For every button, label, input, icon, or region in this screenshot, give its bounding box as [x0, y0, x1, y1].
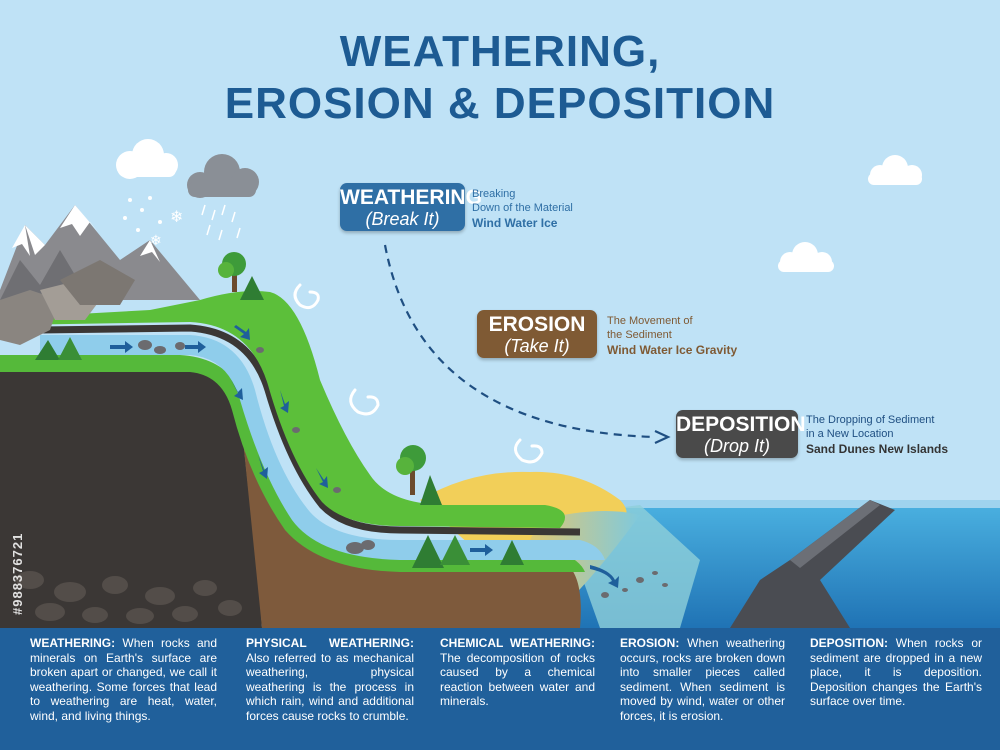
weathering-badge-title: WEATHERING: [340, 186, 482, 209]
deposition-agents: Sand Dunes New Islands: [806, 442, 949, 456]
erosion-description: The Movement of the Sediment Wind Water …: [607, 314, 737, 358]
erosion-agents: Wind Water Ice Gravity: [607, 343, 738, 357]
weathering-agents: Wind Water Ice: [472, 216, 558, 230]
erosion-desc-line-1: The Movement of: [607, 315, 693, 327]
definition-erosion-text: When weathering occurs, rocks are broken…: [620, 636, 785, 723]
weathering-badge-sub: (Break It): [365, 209, 440, 229]
definition-chemical-head: CHEMICAL WEATHERING:: [440, 636, 595, 650]
definition-erosion-head: EROSION:: [620, 636, 680, 650]
deposition-desc-line-2: in a New Location: [806, 428, 894, 440]
definition-physical-weathering: PHYSICAL WEATHERING: Also referred to as…: [246, 636, 414, 724]
definition-physical-head: PHYSICAL WEATHERING:: [246, 636, 414, 650]
deposition-description: The Dropping of Sediment in a New Locati…: [806, 413, 948, 457]
definition-physical-text: Also referred to as mechanical weatherin…: [246, 650, 414, 723]
wind-swirls: [293, 283, 544, 464]
rock-pier: [730, 500, 895, 628]
definition-chemical-weathering: CHEMICAL WEATHERING: The decomposition o…: [440, 636, 595, 709]
deposition-badge-title: DEPOSITION: [676, 413, 806, 436]
definition-weathering-head: WEATHERING:: [30, 636, 116, 650]
lower-grass-band: [0, 355, 585, 572]
definition-deposition-text: When rocks or sediment are dropped in a …: [810, 636, 982, 709]
definitions-panel: [0, 628, 1000, 750]
weathering-desc-line-2: Down of the Material: [472, 202, 573, 214]
definition-deposition: DEPOSITION: When rocks or sediment are d…: [810, 636, 982, 709]
clouds: [116, 139, 922, 272]
rain: [201, 204, 241, 241]
rock-pier-shade: [790, 500, 880, 568]
weathering-desc-line-1: Breaking: [472, 188, 516, 200]
erosion-desc-line-2: the Sediment: [607, 329, 672, 341]
process-arrowhead: [654, 430, 671, 444]
stock-id-label: #988376721: [10, 532, 25, 615]
snowflakes: ❄ ❄: [123, 196, 183, 249]
definition-weathering: WEATHERING: When rocks and minerals on E…: [30, 636, 217, 724]
rock-cliff: [0, 260, 135, 345]
definition-erosion: EROSION: When weathering occurs, rocks a…: [620, 636, 785, 724]
erosion-badge: EROSION (Take It): [477, 310, 597, 358]
process-arrow: [383, 244, 656, 439]
weathering-badge: WEATHERING (Break It): [340, 183, 482, 231]
dark-soil: [0, 370, 262, 628]
svg-text:❄: ❄: [170, 207, 183, 226]
definition-chemical-text: The decomposition of rocks caused by a c…: [440, 650, 595, 709]
page-title-line-1: WEATHERING,: [339, 27, 661, 76]
svg-text:❄: ❄: [150, 233, 162, 249]
deposition-badge-sub: (Drop It): [703, 436, 770, 456]
sediment-rocks: [138, 340, 668, 598]
trees: [35, 252, 524, 568]
cobble-texture: [16, 571, 242, 624]
river-flow-arrows: [110, 325, 619, 588]
definition-deposition-head: DEPOSITION:: [810, 636, 889, 650]
deposition-badge: DEPOSITION (Drop It): [676, 410, 806, 458]
river-bank: [39, 324, 581, 536]
brown-soil: [240, 410, 581, 628]
definition-weathering-text: When rocks and minerals on Earth's surfa…: [30, 636, 217, 723]
page-title-line-2: EROSION & DEPOSITION: [224, 79, 776, 128]
erosion-badge-sub: (Take It): [504, 336, 570, 356]
weathering-description: Breaking Down of the Material Wind Water…: [472, 187, 573, 231]
erosion-badge-title: EROSION: [488, 313, 586, 336]
deposition-desc-line-1: The Dropping of Sediment: [806, 414, 935, 426]
sea-horizon: [540, 500, 1000, 508]
